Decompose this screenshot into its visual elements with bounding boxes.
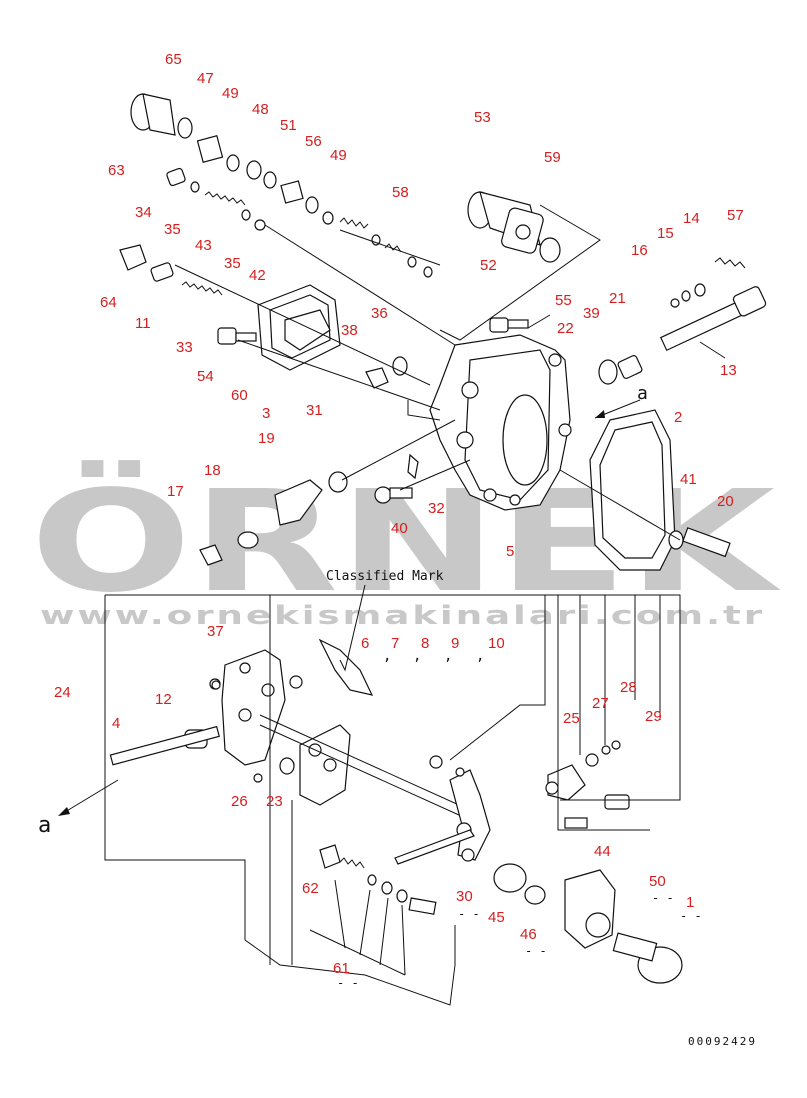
part-label: 49 bbox=[330, 147, 347, 164]
part-label: 46 bbox=[520, 926, 537, 943]
part-label: 15 bbox=[657, 225, 674, 242]
part-label: 6 bbox=[361, 635, 369, 652]
arrows bbox=[58, 399, 641, 816]
dash-mark: - - bbox=[680, 909, 702, 923]
part-label: 60 bbox=[231, 387, 248, 404]
dash-mark: - - bbox=[525, 944, 547, 958]
part-label: 36 bbox=[371, 305, 388, 322]
part-label: 49 bbox=[222, 85, 239, 102]
part-label: 10 bbox=[488, 635, 505, 652]
part-label: 1 bbox=[686, 894, 694, 911]
part-label: 37 bbox=[207, 623, 224, 640]
part-label: 4 bbox=[112, 715, 120, 732]
part-label: 35 bbox=[224, 255, 241, 272]
comma-mark: , bbox=[383, 648, 391, 664]
part-label: 33 bbox=[176, 339, 193, 356]
part-label: 53 bbox=[474, 109, 491, 126]
part-label: 30 bbox=[456, 888, 473, 905]
part-label: 40 bbox=[391, 520, 408, 537]
main-housing bbox=[429, 334, 572, 511]
part-label: 12 bbox=[155, 691, 172, 708]
part-label: 62 bbox=[302, 880, 319, 897]
comma-mark: , bbox=[413, 648, 421, 664]
part-label: 44 bbox=[594, 843, 611, 860]
comma-mark: , bbox=[444, 648, 452, 664]
part-label: 24 bbox=[54, 684, 71, 701]
arrow-a-lower-label: a bbox=[38, 813, 51, 838]
part-label: 19 bbox=[258, 430, 275, 447]
part-label: 16 bbox=[631, 242, 648, 259]
spring-57 bbox=[670, 257, 746, 308]
part-label: 55 bbox=[555, 292, 572, 309]
part-label: 38 bbox=[341, 322, 358, 339]
part-label: 17 bbox=[167, 483, 184, 500]
part-label: 7 bbox=[391, 635, 399, 652]
part-label: 28 bbox=[620, 679, 637, 696]
dash-mark: - - bbox=[337, 976, 359, 990]
gasket-2 bbox=[589, 409, 676, 571]
part-label: 43 bbox=[195, 237, 212, 254]
leader-lines-upper bbox=[174, 204, 726, 541]
part-label: 50 bbox=[649, 873, 666, 890]
part-label: 25 bbox=[563, 710, 580, 727]
part-label: 56 bbox=[305, 133, 322, 150]
part-label: 52 bbox=[480, 257, 497, 274]
part-label: 3 bbox=[262, 405, 270, 422]
part-label: 48 bbox=[252, 101, 269, 118]
gasket-60 bbox=[257, 284, 341, 371]
part-label: 2 bbox=[674, 409, 682, 426]
part-label: 9 bbox=[451, 635, 459, 652]
part-label: 22 bbox=[557, 320, 574, 337]
part-label: 35 bbox=[164, 221, 181, 238]
part-label: 34 bbox=[135, 204, 152, 221]
part-label: 23 bbox=[266, 793, 283, 810]
watermark-url: www.ornekismakinalari.com.tr bbox=[40, 601, 765, 631]
part-label: 32 bbox=[428, 500, 445, 517]
part-label: 21 bbox=[609, 290, 626, 307]
dash-mark: - - bbox=[652, 891, 674, 905]
part-label: 26 bbox=[231, 793, 248, 810]
part-label: 20 bbox=[717, 493, 734, 510]
drawing-number: 00092429 bbox=[688, 1035, 757, 1048]
part-labels: 65 47 49 48 51 56 49 63 34 35 43 35 42 5… bbox=[54, 51, 744, 977]
part-label: 13 bbox=[720, 362, 737, 379]
part-label: 58 bbox=[392, 184, 409, 201]
part-label: 61 bbox=[333, 960, 350, 977]
plunger-13 bbox=[598, 286, 767, 385]
part-label: 31 bbox=[306, 402, 323, 419]
part-label: 57 bbox=[727, 207, 744, 224]
dash-mark: - - bbox=[458, 907, 480, 921]
part-label: 45 bbox=[488, 909, 505, 926]
part-label: 14 bbox=[683, 210, 700, 227]
part-label: 59 bbox=[544, 149, 561, 166]
classified-mark-text: Classified Mark bbox=[326, 569, 444, 584]
lower-assembly bbox=[109, 638, 683, 984]
part-label: 47 bbox=[197, 70, 214, 87]
part-label: 64 bbox=[100, 294, 117, 311]
arrow-a-upper-label: a bbox=[637, 383, 648, 404]
part-label: 29 bbox=[645, 708, 662, 725]
part-label: 42 bbox=[249, 267, 266, 284]
part-label: 5 bbox=[506, 543, 514, 560]
part-label: 11 bbox=[135, 315, 151, 332]
part-label: 18 bbox=[204, 462, 221, 479]
upper-left-parts bbox=[119, 93, 731, 566]
part-label: 65 bbox=[165, 51, 182, 68]
part-label: 27 bbox=[592, 695, 609, 712]
part-label: 51 bbox=[280, 117, 297, 134]
solenoid-59 bbox=[467, 191, 561, 263]
comma-mark: , bbox=[476, 648, 484, 664]
part-label: 39 bbox=[583, 305, 600, 322]
part-label: 8 bbox=[421, 635, 429, 652]
part-label: 54 bbox=[197, 368, 214, 385]
part-label: 41 bbox=[680, 471, 697, 488]
bracket-lines bbox=[104, 584, 681, 1006]
part-label: 63 bbox=[108, 162, 125, 179]
